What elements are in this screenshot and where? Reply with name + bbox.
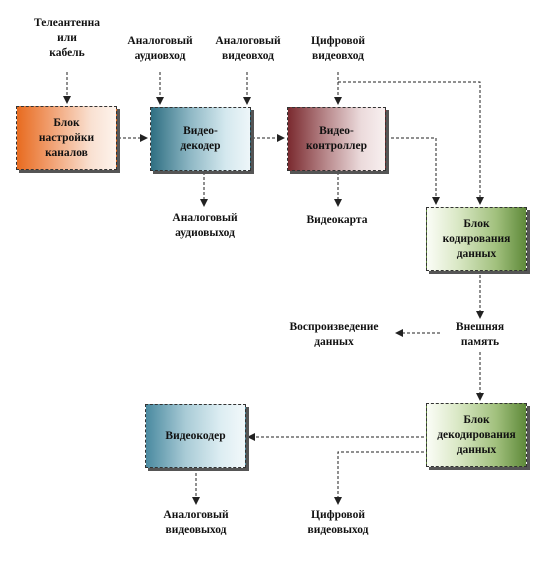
block-video-decoder: Видео- декодер — [150, 107, 251, 171]
arrow-decoding-to-digital-out — [334, 451, 424, 505]
arrow-digital-in-to-encoder — [338, 81, 484, 205]
block-video-encoder: Видеокодер — [145, 404, 246, 468]
input-tv-antenna: Телеантенна или кабель — [33, 17, 101, 59]
arrow-controller-to-encoder — [386, 137, 440, 205]
block-data-encoding: Блок кодирования данных — [426, 207, 527, 271]
output-analog-video: Аналоговый видеовыход — [163, 509, 229, 536]
external-memory: Внешняя память — [455, 321, 505, 348]
block-video-controller: Видео- контроллер — [287, 107, 386, 171]
input-analog-audio: Аналоговый аудиовход — [127, 35, 193, 62]
output-digital-video: Цифровой видеовыход — [307, 509, 369, 536]
block-data-decoding: Блок декодирования данных — [426, 403, 527, 467]
output-video-card: Видеокарта — [306, 214, 368, 226]
input-analog-video: Аналоговый видеовход — [215, 35, 281, 62]
input-digital-video: Цифровой видеовход — [311, 35, 365, 62]
output-analog-audio: Аналоговый аудиовыход — [172, 212, 238, 239]
output-playback: Воспроизведение данных — [289, 321, 379, 348]
block-channel-tuner: Блок настройки каналов — [16, 106, 117, 170]
